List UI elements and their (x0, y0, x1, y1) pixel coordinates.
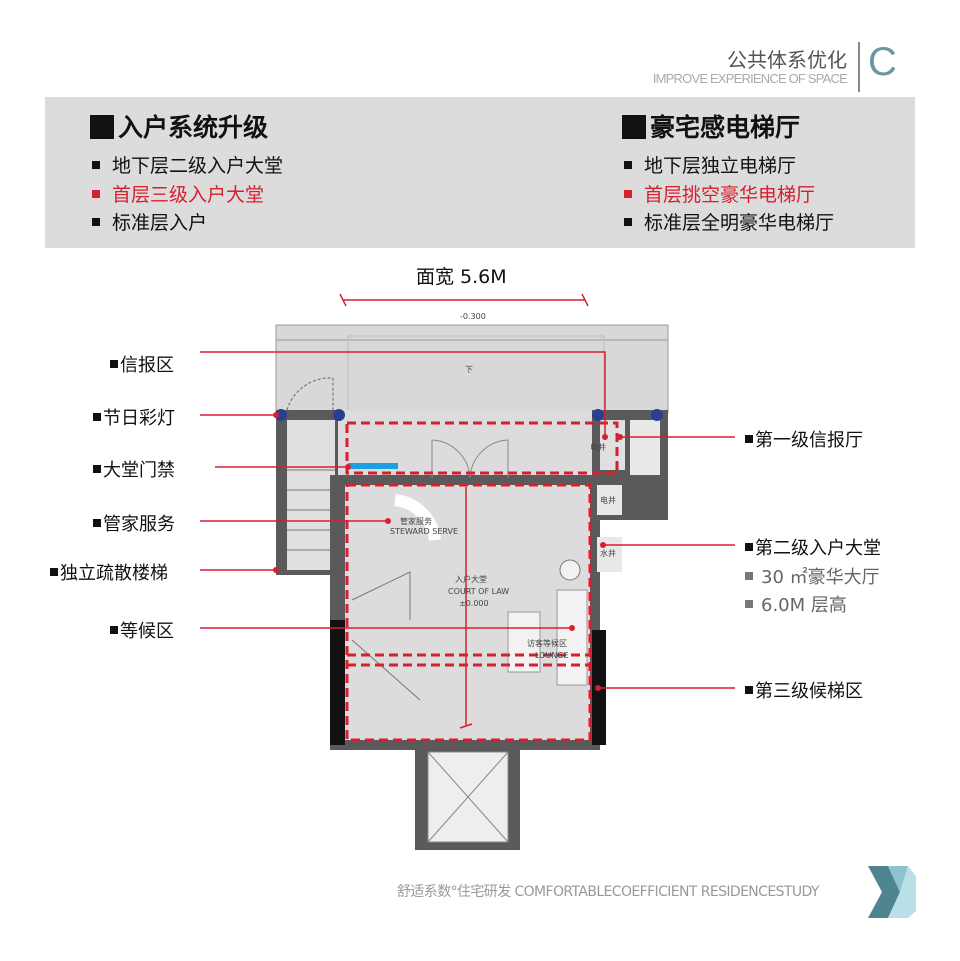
lamp-icon (651, 409, 663, 421)
label-steward: 管家服务 (93, 510, 175, 536)
header-title-en: IMPROVE EXPERIENCE OF SPACE (652, 71, 848, 86)
right-item: 地下层独立电梯厅 (624, 151, 796, 178)
lamp-icon (275, 409, 287, 421)
label-second-level: 第二级入户大堂 (745, 534, 881, 560)
steward-label: 管家服务 (400, 516, 432, 526)
label-escape-stair: 独立疏散楼梯 (50, 559, 168, 585)
right-item: 首层挑空豪华电梯厅 (624, 180, 815, 207)
label-first-level: 第一级信报厅 (745, 426, 863, 452)
footer-text: 舒适系数°住宅研发 COMFORTABLECOEFFICIENT RESIDEN… (397, 884, 819, 900)
elevation-top: -0.300 (460, 312, 486, 321)
left-panel-title: 入户系统升级 (90, 108, 268, 144)
header-title-cn: 公共体系优化 (727, 48, 847, 72)
festival-lamps (275, 409, 663, 421)
steward-label-en: STEWARD SERVE (390, 527, 458, 536)
well-label: 电井 (600, 495, 616, 505)
waiting-label: 访客等候区 (527, 638, 567, 648)
label-lobby-access: 大堂门禁 (93, 456, 175, 482)
header-divider (858, 42, 860, 92)
lamp-icon (592, 409, 604, 421)
well-label: 电井 (590, 442, 606, 452)
zone-outlines (345, 421, 619, 742)
lobby-label: 入户大堂 (455, 574, 487, 584)
width-label: 面宽 5.6M (416, 266, 507, 288)
left-item: 标准层入户 (92, 208, 207, 235)
label-festival-lights: 节日彩灯 (93, 404, 175, 430)
left-item: 首层三级入户大堂 (92, 180, 264, 207)
label-mailbox-area: 信报区 (110, 351, 174, 377)
waiting-label-en: LOUNGE (535, 651, 569, 660)
right-item: 标准层全明豪华电梯厅 (624, 208, 834, 235)
label-second-sub: 30 ㎡豪华大厅 (745, 563, 880, 589)
access-control-bar (348, 463, 398, 469)
down-label: 下 (465, 365, 473, 374)
label-waiting: 等候区 (110, 617, 174, 643)
leader-lines (200, 293, 735, 729)
summary-panel (45, 97, 915, 248)
left-item: 地下层二级入户大堂 (92, 151, 283, 178)
label-third-level: 第三级候梯区 (745, 677, 863, 703)
water-well-label: 水井 (600, 548, 616, 558)
section-letter: C (868, 40, 897, 84)
footer-logo (868, 866, 916, 918)
plan-structure (275, 324, 669, 850)
label-second-sub: 6.0M 层高 (745, 591, 847, 617)
lobby-elevation: ±0.000 (459, 599, 489, 608)
lamp-icon (333, 409, 345, 421)
lobby-label-en: COURT OF LAW (448, 587, 509, 596)
right-panel-title: 豪宅感电梯厅 (622, 108, 800, 144)
